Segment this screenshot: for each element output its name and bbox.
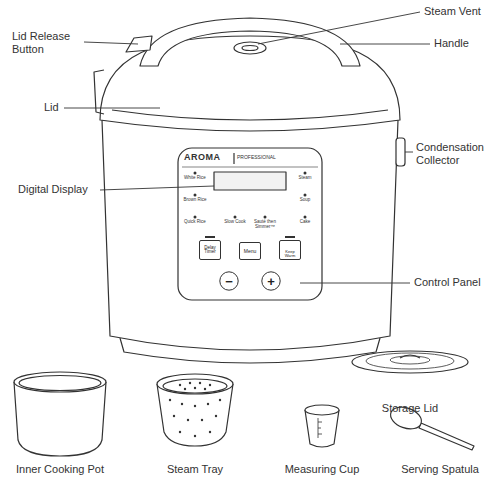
storage-lid-shape [352,351,468,373]
indicator-bar [285,236,295,238]
storage-lid-knob [400,355,420,358]
inner-pot-opening [19,376,101,391]
panel-label: Cake [293,220,317,225]
digital-display-shape [214,172,286,190]
leader-line [340,44,430,45]
leader-line [84,42,138,44]
panel-label: White Rice [183,176,207,181]
indicator-dot [304,216,307,219]
leader-line [405,152,413,153]
logo-divider [233,153,234,164]
part-label: Steam Vent [424,5,498,18]
part-label: Measuring Cup [272,463,372,476]
indicator-bar [205,236,215,238]
lid-rim [112,110,388,120]
part-label: Condensation Collector [416,141,498,166]
leader-line [258,12,420,44]
round-button: + [261,271,281,291]
panel-label: Slow Cook [223,220,247,225]
cooker-body [102,120,398,350]
part-label: Digital Display [18,183,100,196]
indicator-dot [194,194,197,197]
panel-button: Keep Warm [279,240,301,260]
storage-lid-ring [390,356,430,364]
spatula-handle [419,423,474,450]
round-button: − [219,271,239,291]
leader-line [300,283,410,284]
steam-tray-rim [157,374,233,394]
inner-pot-rim [14,372,106,392]
button-label: Delay Timer [201,246,219,255]
indicator-dot [234,216,237,219]
part-label: Handle [434,37,494,50]
panel-label: Soup [293,198,317,203]
panel-button: Menu [239,242,261,260]
panel-button: Delay Timer [199,240,221,260]
indicator-dot [304,172,307,175]
indicator-dot [194,172,197,175]
panel-label: Sauté then Simmer™ [250,220,280,229]
circle-outline [262,272,280,290]
button-label: − [225,275,233,288]
part-label: Storage Lid [360,402,460,415]
part-label: Lid Release Button [12,30,82,55]
panel-label: Steam [293,176,317,181]
side-bracket [94,70,104,114]
part-label: AROMA [184,152,232,162]
part-label: Steam Tray [145,463,245,476]
indicator-dot [264,216,267,219]
measuring-cup-rim [305,405,339,415]
control-panel-shape [178,148,322,300]
cooker-lid [100,36,400,131]
inner-pot-shape [14,382,106,456]
part-label: Lid [44,101,64,114]
panel-label: Brown Rice [183,198,207,203]
storage-lid-ring [366,353,454,369]
button-label: Keep Warm [281,250,299,258]
panel-divider [182,167,318,168]
part-label: Inner Cooking Pot [0,463,120,476]
handle-shape [140,18,360,66]
steam-tray-floor [163,379,227,393]
leader-line [100,186,214,190]
leader-line [64,108,160,109]
circle-outline [220,272,238,290]
button-label: + [267,275,275,288]
panel-label: PROFESSIONAL [237,155,297,160]
indicator-dot [304,194,307,197]
measuring-marks [318,418,322,438]
panel-label: Quick Rice [183,220,207,225]
part-label: Serving Spatula [385,463,495,476]
button-label: Menu [244,249,257,254]
steam-vent-hole [242,46,258,51]
condensation-collector-shape [396,138,405,166]
part-label: Control Panel [414,276,498,289]
indicator-dot [194,216,197,219]
